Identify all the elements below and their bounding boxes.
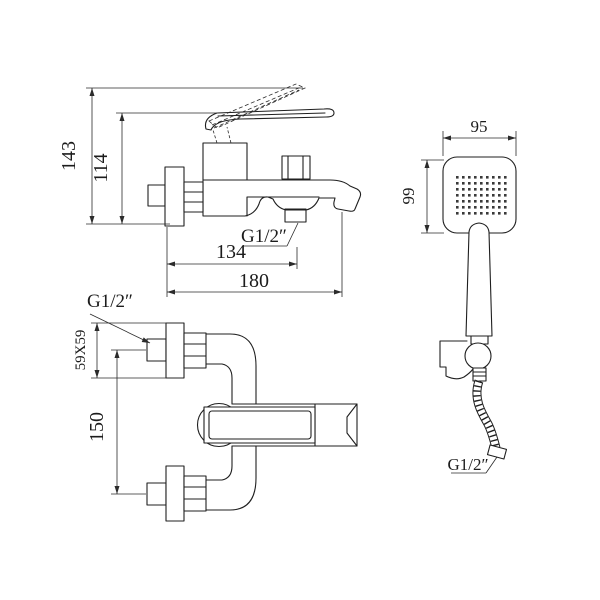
inlet-thread-callout: G1/2″ — [87, 291, 151, 344]
outlet-thread-label: G1/2″ — [241, 226, 287, 247]
lever-top-view — [203, 406, 316, 444]
body-top-edges — [231, 403, 316, 447]
side-view: 143 114 G1/2″ 134 180 — [58, 83, 362, 297]
lower-flange — [165, 465, 185, 522]
dim-inlet-spacing-label: 150 — [86, 412, 108, 442]
upper-flange — [165, 322, 185, 379]
holder-bracket — [439, 340, 474, 380]
hose-connector — [472, 367, 487, 382]
spout-body — [202, 179, 362, 217]
wall-eccentric — [147, 184, 166, 207]
plan-view: G1/2″ 59X59 150 — [73, 291, 358, 522]
lower-eccentric — [146, 482, 167, 506]
lower-nut — [183, 475, 207, 512]
shower-handle — [465, 222, 493, 337]
dim-inlet-spacing: 150 — [86, 349, 146, 495]
dim-head-height-label: 99 — [399, 188, 418, 205]
spout-end-block — [314, 403, 358, 447]
holder-knob — [464, 342, 492, 370]
diverter-knob-lines — [287, 155, 304, 180]
dim-spout-height: 114 — [90, 112, 218, 224]
dim-flange-size-label: 59X59 — [73, 330, 89, 371]
hose-end-nut — [486, 444, 508, 460]
inlet-thread-label: G1/2″ — [87, 291, 133, 312]
dim-flange-size: 59X59 — [73, 322, 183, 379]
dim-wall-to-tip: 180 — [167, 212, 343, 297]
spout-underside-line — [246, 196, 320, 217]
lever-raised-hatch — [211, 86, 302, 129]
upper-supply-pipe — [205, 333, 257, 405]
hand-shower-view: 95 99 G1/2″ — [399, 117, 517, 474]
nozzle-grid — [456, 176, 507, 215]
spout-end-bevel — [346, 403, 358, 447]
lever-top-view-inner — [208, 410, 312, 440]
dim-spout-height-label: 114 — [90, 153, 112, 182]
hose-connector-ribs — [472, 371, 487, 377]
dim-head-height: 99 — [399, 159, 444, 234]
upper-nut — [183, 332, 207, 369]
outlet-thread-callout: G1/2″ — [241, 222, 299, 247]
dim-wall-to-tip-label: 180 — [239, 270, 269, 292]
shower-hose — [472, 379, 501, 450]
dim-head-width: 95 — [442, 117, 517, 156]
dim-total-height: 143 — [58, 87, 303, 225]
hose-thread-callout: G1/2″ — [447, 455, 498, 474]
cartridge-housing — [202, 142, 248, 181]
dim-total-height-label: 143 — [58, 141, 80, 171]
upper-eccentric — [146, 338, 167, 362]
shower-outlet-thread — [284, 208, 307, 223]
cartridge-stem-hidden — [212, 126, 232, 144]
upper-nut-facets — [183, 343, 207, 357]
lower-nut-facets — [183, 486, 207, 500]
dim-wall-to-outlet-label: 134 — [216, 241, 246, 263]
wall-flange — [164, 166, 185, 227]
hose-thread-label: G1/2″ — [447, 455, 488, 474]
dim-head-width-label: 95 — [471, 117, 488, 136]
lower-supply-pipe — [205, 445, 257, 511]
lever-handle-edge-line — [217, 112, 326, 117]
connection-nut — [183, 181, 204, 213]
lever-raised-outline — [208, 83, 306, 129]
diverter-knob — [281, 155, 311, 180]
connection-nut-facets — [183, 191, 204, 203]
dim-wall-to-outlet: 134 — [166, 227, 298, 297]
